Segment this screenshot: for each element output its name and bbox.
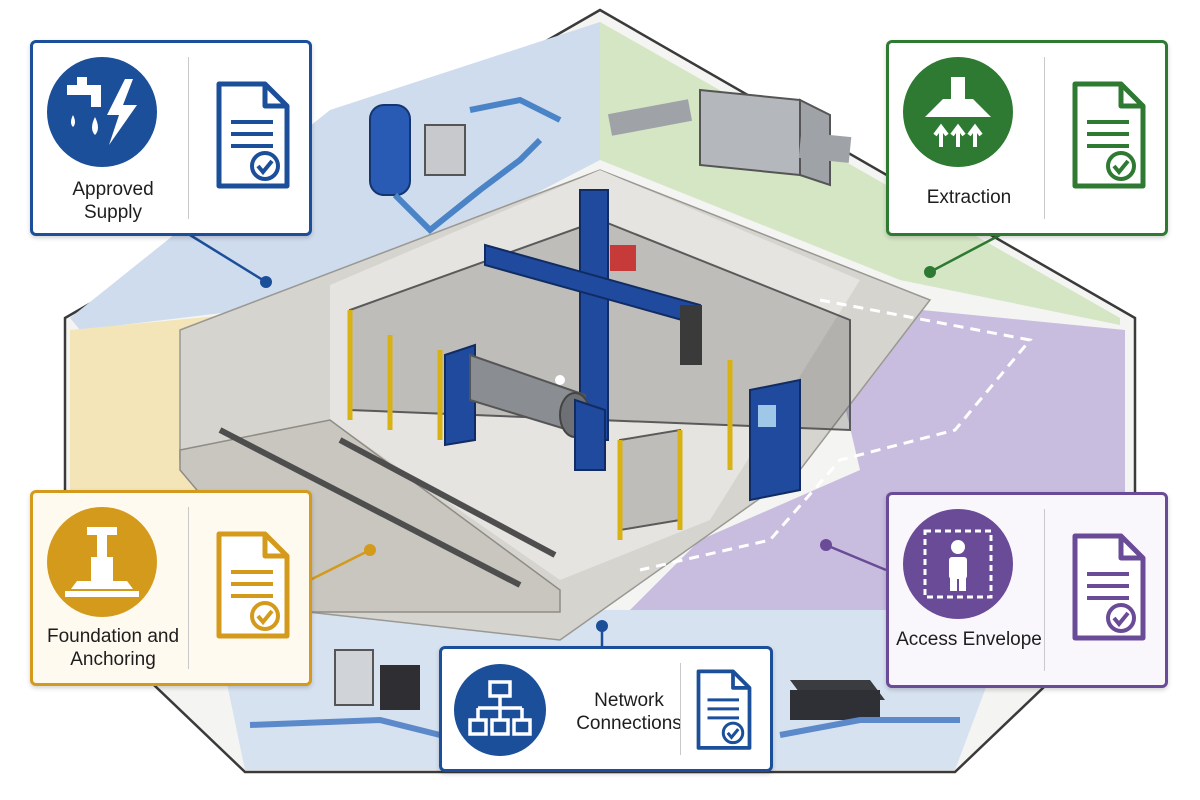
approved-supply-card: Approved Supply [30,40,312,236]
access-envelope-card: Access Envelope [886,492,1168,688]
extraction-card: Extraction [886,40,1168,236]
network-equipment [249,649,960,738]
access-envelope-label: Access Envelope [896,629,1042,650]
network-connections-card: Network Connections [439,646,773,772]
document-check-icon [1072,533,1146,641]
fence-posts [347,310,733,540]
extraction-equipment [607,88,852,187]
supply-equipment [369,96,562,235]
supply-badge [47,57,157,167]
document-check-icon [1072,81,1146,189]
access-walkway [639,298,1033,572]
tap-lightning-icon [67,77,137,145]
network-connections-label: Network Connections [576,690,682,734]
person-envelope-icon [923,529,993,599]
document-check-icon [216,81,290,189]
welding-manipulator [484,189,702,441]
anchor-bolt-icon [65,527,139,597]
extraction-label: Extraction [926,187,1012,208]
access-badge [903,509,1013,619]
supply-zone [70,22,600,330]
pipe-rotator [444,343,606,471]
network-badge [454,664,546,756]
network-topology-icon [468,680,532,736]
foundation-anchoring-label: Foundation and Anchoring [46,626,180,670]
foundation-anchoring-card: Foundation and Anchoring [30,490,312,686]
approved-supply-label: Approved Supply [72,179,154,223]
extraction-hood-icon [925,77,991,147]
document-check-icon [696,669,752,750]
extraction-badge [903,57,1013,167]
rail [218,427,522,588]
document-check-icon [216,531,290,639]
rail [338,437,557,558]
control-cabinet [749,378,801,502]
foundation-badge [47,507,157,617]
